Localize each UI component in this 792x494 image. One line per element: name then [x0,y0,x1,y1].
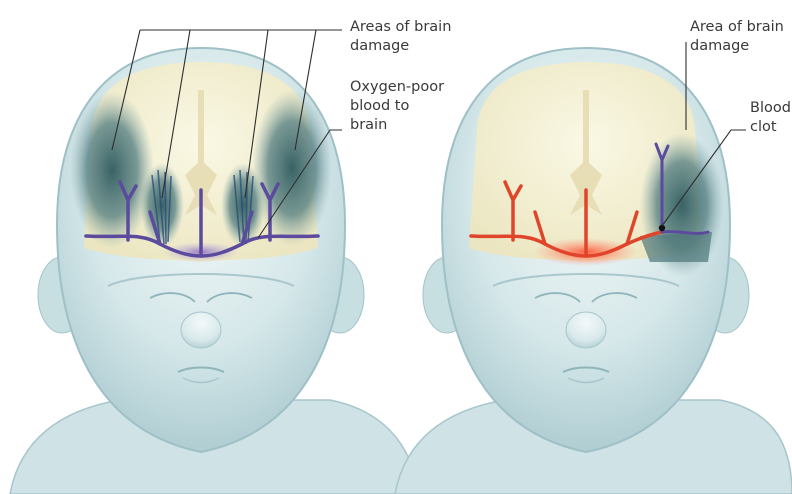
label-oxygen-line-1: Oxygen-poor [350,78,444,97]
left-damage-area-inner-left [140,163,184,247]
label-area-line-1: Area of brain [690,18,784,37]
label-oxygen-line-3: brain [350,116,444,135]
label-areas-line-1: Areas of brain [350,18,451,37]
right-baby-head [395,48,792,494]
label-clot-line-1: Blood [750,99,791,118]
label-area-line-2: damage [690,37,784,56]
left-damage-area-outer-right [252,90,332,246]
label-area-of-brain-damage: Area of brain damage [690,18,784,56]
label-areas-of-brain-damage: Areas of brain damage [350,18,451,56]
label-oxygen-line-2: blood to [350,97,444,116]
left-damage-area-outer-left [70,92,154,248]
label-oxygen-poor-blood: Oxygen-poor blood to brain [350,78,444,135]
label-clot-line-2: clot [750,118,791,137]
label-areas-line-2: damage [350,37,451,56]
label-blood-clot: Blood clot [750,99,791,137]
